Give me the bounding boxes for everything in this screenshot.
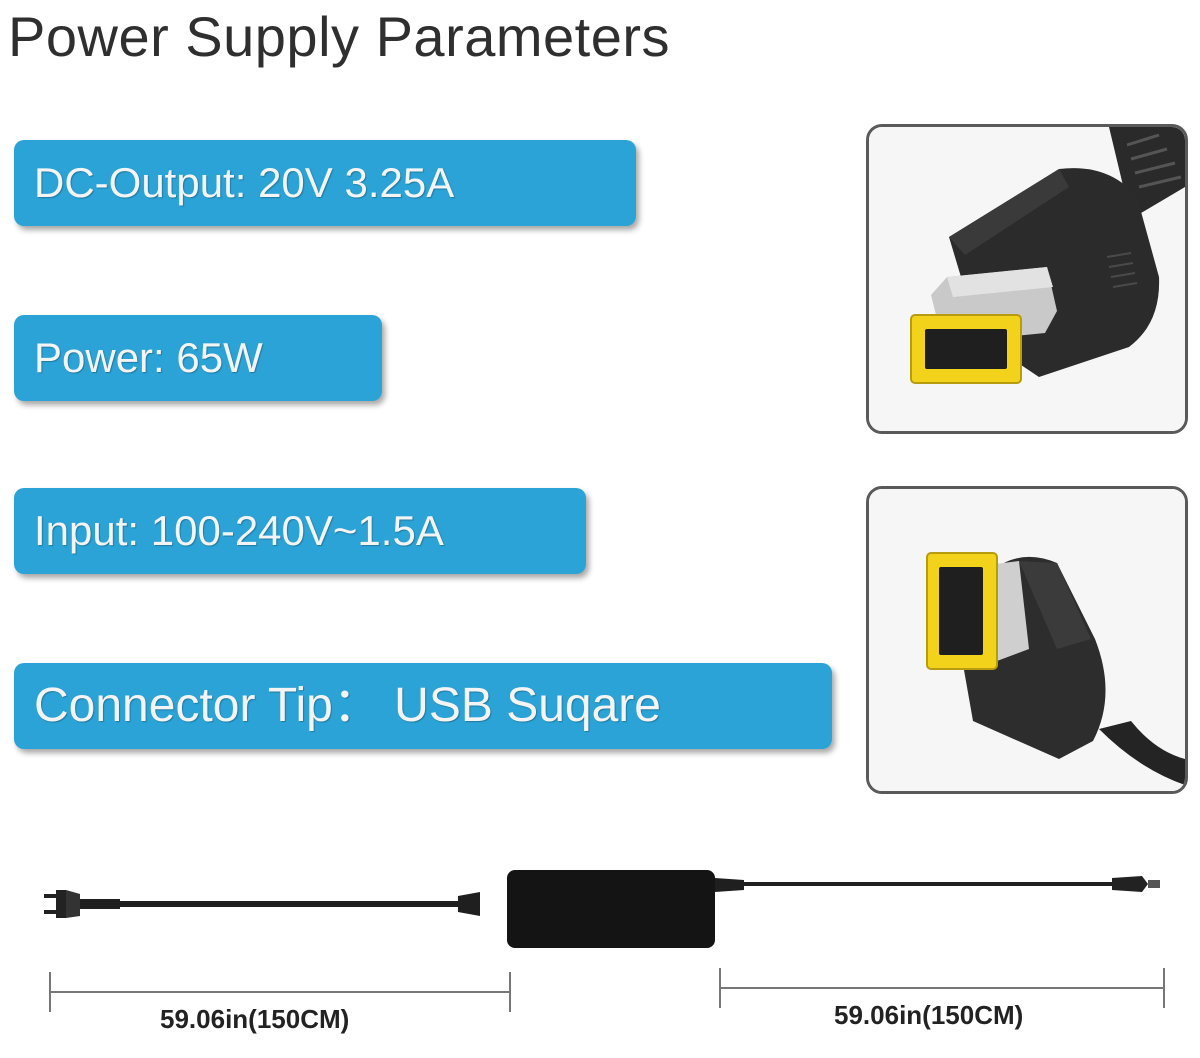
power-brick-icon <box>507 870 715 948</box>
ac-adapter-cable-diagram-icon <box>44 870 1165 1012</box>
connector-front-photo <box>866 124 1188 434</box>
square-connector-side-icon <box>869 489 1185 791</box>
connector-tip-label: Connector Tip： USB Suqare <box>14 663 832 749</box>
power-label: Power: 65W <box>14 315 382 401</box>
ac-plug-icon <box>44 890 120 918</box>
connector-side-photo <box>866 486 1188 794</box>
right-cable-length: 59.06in(150CM) <box>834 1000 1024 1030</box>
dc-output-label: DC-Output: 20V 3.25A <box>14 140 636 226</box>
page-title: Power Supply Parameters <box>8 5 671 68</box>
left-cable-length: 59.06in(150CM) <box>160 1004 350 1034</box>
square-connector-tip-icon <box>869 127 1185 431</box>
input-label: Input: 100-240V~1.5A <box>14 488 586 574</box>
